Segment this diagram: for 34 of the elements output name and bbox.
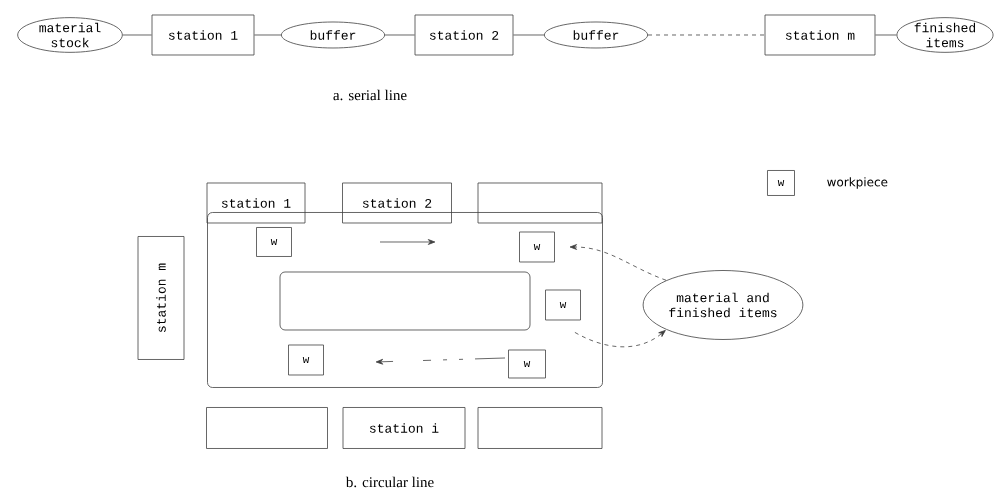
connector bbox=[122, 34, 152, 36]
station-box: station 2 bbox=[342, 182, 452, 224]
connector bbox=[574, 330, 666, 348]
station-box: station i bbox=[342, 407, 466, 449]
connector bbox=[513, 34, 545, 36]
ellipse-node: finished items bbox=[896, 17, 994, 53]
ellipse-node: material and finished items bbox=[642, 270, 804, 340]
connector bbox=[384, 34, 415, 36]
ellipse-node: buffer bbox=[544, 21, 648, 49]
workpiece-box: w bbox=[545, 289, 581, 321]
inner-box bbox=[207, 212, 603, 388]
connector bbox=[569, 244, 667, 281]
connector bbox=[647, 34, 765, 36]
ellipse-node: buffer bbox=[281, 21, 386, 49]
empty-box bbox=[477, 407, 603, 449]
workpiece-box: w bbox=[288, 344, 324, 376]
station-box: station m bbox=[764, 14, 876, 56]
empty-box bbox=[206, 407, 328, 449]
station-box: station m bbox=[137, 236, 185, 360]
station-box: station 1 bbox=[151, 14, 255, 56]
workpiece-box: w bbox=[767, 170, 795, 196]
empty-box bbox=[477, 182, 603, 224]
caption: b. circular line bbox=[345, 476, 434, 488]
station-box: station 2 bbox=[414, 14, 514, 56]
ellipse-node: material stock bbox=[17, 17, 123, 53]
workpiece-box: w bbox=[256, 227, 292, 257]
legend-text: workpiece bbox=[827, 177, 888, 189]
inner-box bbox=[279, 271, 531, 331]
caption: a. serial line bbox=[333, 89, 407, 101]
workpiece-box: w bbox=[519, 231, 555, 263]
connector bbox=[254, 34, 282, 36]
connector bbox=[875, 34, 897, 36]
workpiece-box: w bbox=[508, 349, 546, 379]
station-box: station 1 bbox=[206, 182, 306, 224]
